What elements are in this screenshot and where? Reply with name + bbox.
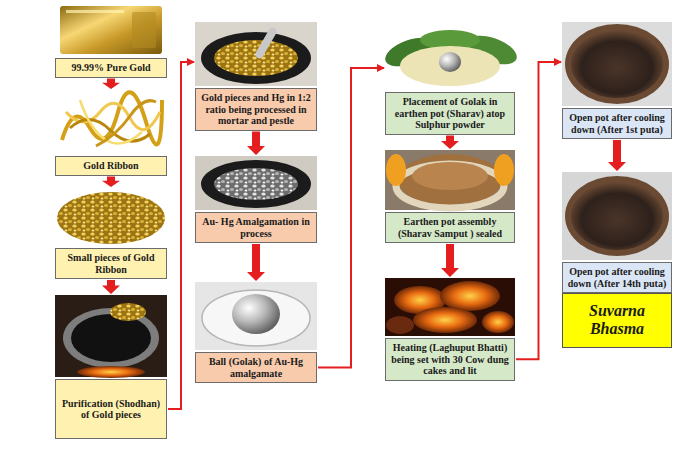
flow-arrow — [247, 244, 265, 281]
process-step: Ball (Golak) of Au-Hg amalgamate — [195, 282, 317, 383]
step-label-box: Ball (Golak) of Au-Hg amalgamate — [195, 352, 317, 383]
mortar-gold-photo — [195, 22, 317, 86]
step-text: Ball (Golak) of Au-Hg amalgamate — [199, 356, 313, 379]
process-step: Gold pieces and Hg in 1:2 ratio being pr… — [195, 22, 317, 131]
step-text: Earthen pot assembly (Sharav Samput ) se… — [389, 216, 511, 239]
open-pot-photo — [562, 22, 672, 106]
step-label-box: Earthen pot assembly (Sharav Samput ) se… — [385, 212, 515, 243]
process-step: Heating (Laghuput Bhatti) being set with… — [385, 278, 515, 381]
process-step: Au- Hg Amalgamation in process — [195, 156, 317, 243]
open-pot-photo — [562, 172, 672, 260]
step-text: Open pot after cooling down (After 14th … — [566, 266, 668, 289]
step-text: Purification (Shodhan) of Gold pieces — [59, 398, 163, 421]
process-step: Open pot after cooling down (After 1st p… — [562, 22, 672, 139]
process-step: Small pieces of Gold Ribbon — [55, 188, 167, 279]
flow-arrow — [441, 136, 459, 150]
gold-pieces-photo — [55, 188, 167, 246]
step-label-box: Placement of Golak in earthen pot (Shara… — [385, 92, 515, 135]
purification-photo — [55, 295, 167, 378]
gold-ribbon-photo — [55, 90, 167, 154]
step-label-box: Heating (Laghuput Bhatti) being set with… — [385, 338, 515, 381]
flow-arrow — [102, 280, 120, 294]
step-label-box: Suvarna Bhasma — [562, 293, 672, 348]
step-text: Heating (Laghuput Bhatti) being set with… — [389, 342, 511, 377]
cow-dung-fire-photo — [385, 278, 515, 336]
step-label-box: Small pieces of Gold Ribbon — [55, 248, 167, 279]
step-text: Open pot after cooling down (After 1st p… — [566, 112, 668, 135]
flow-arrow — [318, 68, 384, 368]
step-text: Placement of Golak in earthen pot (Shara… — [389, 96, 511, 131]
process-step: Purification (Shodhan) of Gold pieces — [55, 295, 167, 439]
step-text: Gold pieces and Hg in 1:2 ratio being pr… — [199, 92, 313, 127]
flow-arrow — [608, 140, 626, 171]
step-label-box: Open pot after cooling down (After 14th … — [562, 262, 672, 293]
flow-arrow — [102, 79, 120, 90]
step-label-box: Purification (Shodhan) of Gold pieces — [55, 379, 167, 439]
process-step: Gold Ribbon — [55, 90, 167, 176]
flow-arrow — [247, 132, 265, 156]
step-label-box: Au- Hg Amalgamation in process — [195, 212, 317, 243]
mortar-amalgam-photo — [195, 156, 317, 210]
process-step: Placement of Golak in earthen pot (Shara… — [385, 28, 515, 135]
step-label-box: Gold pieces and Hg in 1:2 ratio being pr… — [195, 88, 317, 131]
sealed-pot-photo — [385, 150, 515, 210]
step-label-box: Gold Ribbon — [55, 156, 167, 176]
process-step: Open pot after cooling down (After 14th … — [562, 172, 672, 293]
gold-bar-photo — [55, 3, 167, 57]
step-text: Au- Hg Amalgamation in process — [199, 216, 313, 239]
process-step: Earthen pot assembly (Sharav Samput ) se… — [385, 150, 515, 243]
flow-arrow — [516, 62, 561, 359]
step-label-box: 99.99% Pure Gold — [55, 58, 167, 78]
step-text: 99.99% Pure Gold — [59, 62, 163, 74]
step-label-box: Open pot after cooling down (After 1st p… — [562, 108, 672, 139]
amalgam-ball-photo — [195, 282, 317, 350]
step-text: Small pieces of Gold Ribbon — [59, 252, 163, 275]
flow-arrow — [441, 244, 459, 277]
process-step: Suvarna Bhasma — [562, 293, 672, 348]
step-text: Gold Ribbon — [59, 160, 163, 172]
process-step: 99.99% Pure Gold — [55, 3, 167, 78]
flow-arrow — [168, 62, 194, 409]
step-text: Suvarna Bhasma — [566, 302, 668, 339]
earthen-pot-sulphur-photo — [381, 28, 520, 90]
flow-arrow — [102, 177, 120, 188]
